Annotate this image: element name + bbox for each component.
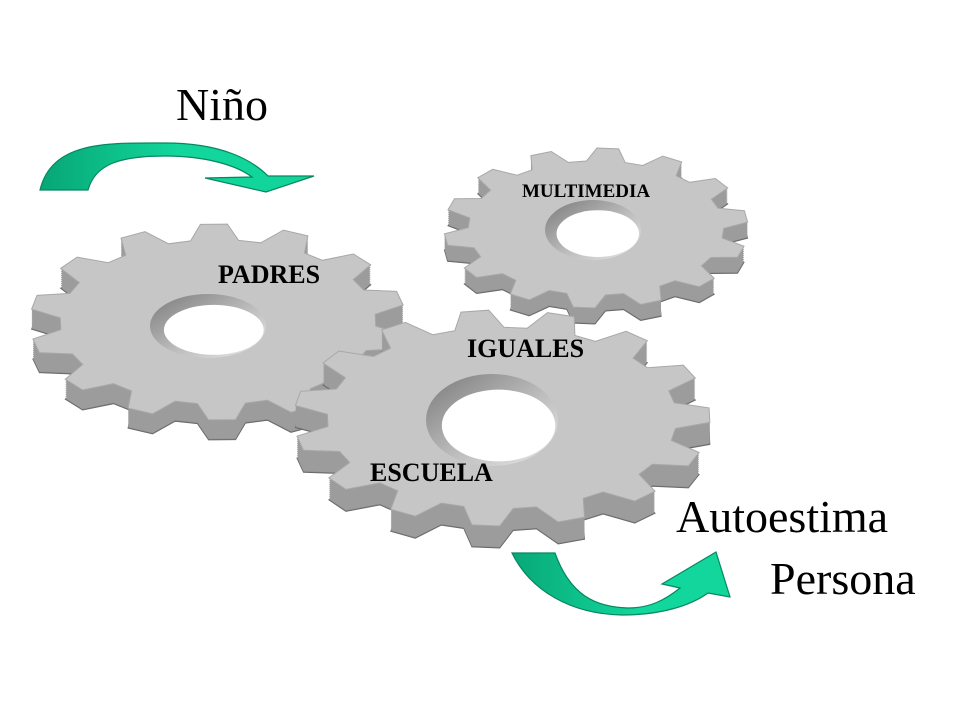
curved-arrow-bottom [511,551,731,616]
gear-label-multimedia: MULTIMEDIA [522,181,651,202]
curved-arrow-top [39,142,315,193]
gear-label-padres: PADRES [218,260,321,289]
nino-label: Niño [176,79,268,130]
persona-label: Persona [770,553,916,604]
autoestima-label: Autoestima [676,491,889,542]
gear-label-escuela: ESCUELA [370,458,493,487]
gear-escuela-iguales [294,309,711,549]
gear-label-iguales: IGUALES [467,334,585,363]
gear-multimedia [443,147,749,325]
gear-padres [30,223,406,441]
